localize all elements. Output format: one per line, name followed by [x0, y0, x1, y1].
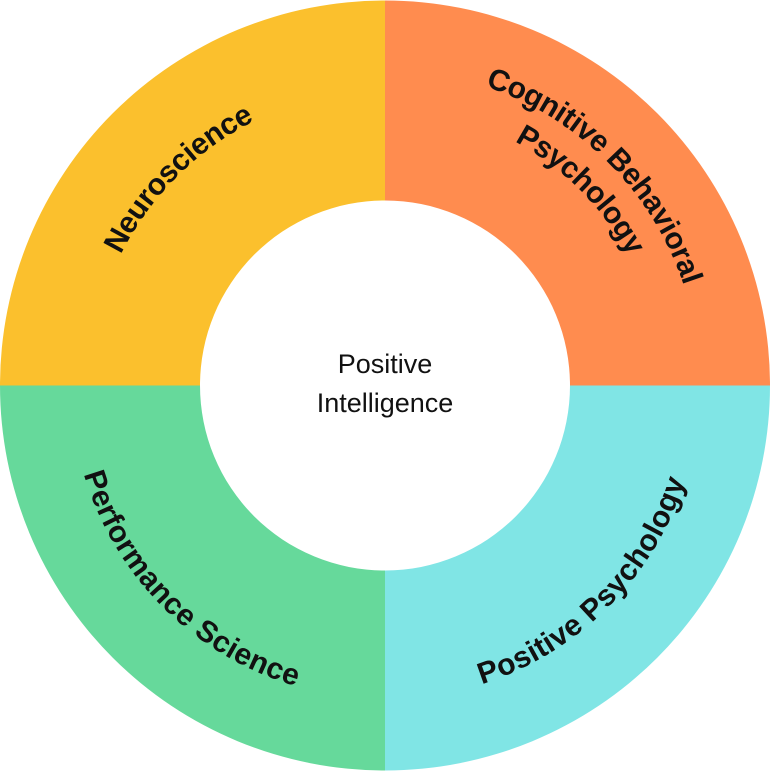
segment-performance-science [0, 385, 385, 771]
segment-positive-psychology [385, 385, 770, 771]
segment-neuroscience [0, 0, 385, 386]
segment-cognitive-behavioral-psychology [385, 0, 770, 386]
center-label-line1: Positive [338, 349, 433, 379]
center-label-line2: Intelligence [317, 388, 454, 418]
